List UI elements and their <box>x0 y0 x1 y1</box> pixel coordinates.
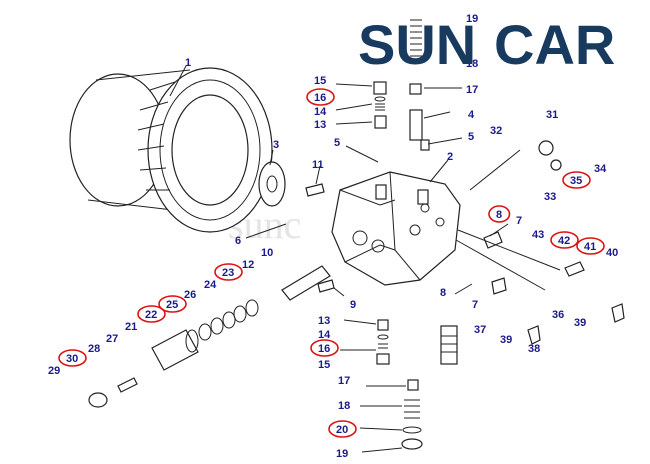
part-label-32: 32 <box>490 125 502 137</box>
part-label-36: 36 <box>552 309 564 321</box>
part-label-11: 11 <box>312 159 324 171</box>
part-label-13: 13 <box>314 119 326 131</box>
highlight-circle-20 <box>328 420 357 438</box>
upper-left-stack <box>373 81 387 129</box>
part-label-38: 38 <box>528 343 540 355</box>
part-label-27: 27 <box>106 333 118 345</box>
part-label-21: 21 <box>125 321 137 333</box>
part-label-20: 20 <box>336 424 348 436</box>
part-label-8: 8 <box>496 209 502 221</box>
part-label-25: 25 <box>166 299 178 311</box>
part-label-39: 39 <box>500 334 512 346</box>
part-label-18: 18 <box>338 400 350 412</box>
part-label-42: 42 <box>558 235 570 247</box>
highlight-circle-41 <box>576 237 605 255</box>
part-label-17: 17 <box>338 375 350 387</box>
part-label-37: 37 <box>474 324 486 336</box>
brand-logo-text-sun: SUN <box>358 13 476 76</box>
part-label-24: 24 <box>204 279 217 291</box>
highlight-circle-30 <box>58 349 87 367</box>
part-3-disc <box>258 161 286 207</box>
part-label-29: 29 <box>48 365 60 377</box>
part-label-26: 26 <box>184 289 196 301</box>
part-label-41: 41 <box>584 241 596 253</box>
part-label-10: 10 <box>261 247 273 259</box>
part-label-43: 43 <box>532 229 544 241</box>
part-label-8: 8 <box>440 287 446 299</box>
part-label-30: 30 <box>66 353 78 365</box>
part-label-22: 22 <box>145 309 157 321</box>
part-label-14: 14 <box>314 106 327 118</box>
part-label-16: 16 <box>318 343 330 355</box>
part-11-bolt <box>305 183 325 197</box>
part-label-15: 15 <box>318 359 330 371</box>
part-label-19: 19 <box>466 13 478 25</box>
part-label-2: 2 <box>447 151 453 163</box>
part-label-16: 16 <box>314 92 326 104</box>
part-label-12: 12 <box>242 259 254 271</box>
part-label-19: 19 <box>336 448 348 460</box>
part-label-15: 15 <box>314 75 326 87</box>
part-label-13: 13 <box>318 315 330 327</box>
part-label-1: 1 <box>185 57 191 69</box>
lower-stack <box>376 319 423 450</box>
part-2-valve-body <box>331 171 461 286</box>
brand-logo-text-car: CAR <box>494 13 615 76</box>
highlight-circle-23 <box>214 263 243 281</box>
part-10-spool <box>281 265 331 301</box>
highlight-circle-35 <box>562 171 591 189</box>
part-label-40: 40 <box>606 247 618 259</box>
part-label-6: 6 <box>235 235 241 247</box>
part-label-3: 3 <box>273 139 279 151</box>
right-fittings <box>455 140 625 345</box>
highlight-circle-25 <box>158 295 187 313</box>
part-label-14: 14 <box>318 329 331 341</box>
part-1-housing <box>69 67 273 233</box>
highlight-circle-42 <box>550 231 579 249</box>
part-label-39: 39 <box>574 317 586 329</box>
highlight-circles <box>58 88 605 438</box>
part-label-4: 4 <box>468 109 475 121</box>
part-21-cap <box>151 329 199 371</box>
part-label-34: 34 <box>594 163 607 175</box>
part-label-5: 5 <box>468 131 474 143</box>
highlight-circle-16 <box>306 88 335 106</box>
part-29-plug <box>88 377 138 408</box>
part-label-35: 35 <box>570 175 582 187</box>
part-label-7: 7 <box>472 299 478 311</box>
part-label-5: 5 <box>334 137 340 149</box>
part-label-28: 28 <box>88 343 100 355</box>
rings-22-26 <box>198 299 259 341</box>
highlight-circle-22 <box>137 305 166 323</box>
highlight-circle-16 <box>310 339 339 357</box>
brand-logo: SUN CAR <box>358 13 615 76</box>
upper-right-stack <box>409 19 430 151</box>
part-8-valve <box>440 325 458 365</box>
part-label-33: 33 <box>544 191 556 203</box>
part-label-9: 9 <box>350 299 356 311</box>
part-label-17: 17 <box>466 84 478 96</box>
part-label-23: 23 <box>222 267 234 279</box>
part-label-31: 31 <box>546 109 558 121</box>
highlight-circle-8 <box>488 205 511 223</box>
part-label-18: 18 <box>466 58 478 70</box>
leader-lines <box>169 65 509 453</box>
part-label-7: 7 <box>516 215 522 227</box>
